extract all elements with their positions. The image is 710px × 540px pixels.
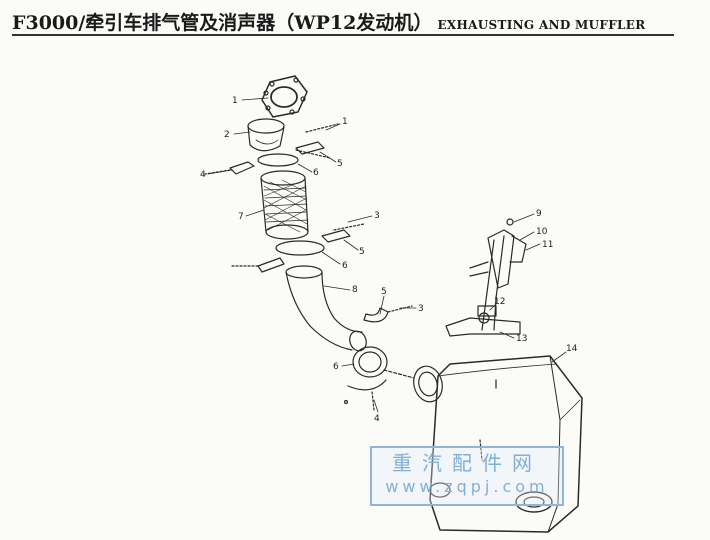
watermark-url: www.zqpj.com: [385, 477, 549, 496]
callout-8-bent-pipe: 8: [352, 285, 358, 295]
part-gasket-lower: [352, 346, 388, 378]
callout-5-clamp-upper: 5: [337, 159, 343, 169]
part-gasket-middle: [275, 240, 325, 256]
part-muffler: [429, 355, 583, 533]
callout-11-bracket-arm: 11: [542, 240, 553, 250]
callout-1-flange: 1: [232, 96, 238, 106]
part-clamp-middle: [231, 223, 365, 273]
callout-5-clamp-lower: 5: [381, 287, 387, 297]
callout-10-bracket: 10: [536, 227, 548, 237]
title-underline: [12, 34, 674, 36]
part-clamp-lower: [363, 305, 413, 323]
callout-12-bracket-base: 12: [494, 297, 505, 307]
callout-3-bolt-lower: 3: [418, 304, 424, 314]
callout-7-bellows: 7: [238, 212, 244, 222]
part-inlet-ring: [413, 365, 443, 403]
callout-labels: 1 2 1 4 5 6 7 3 5 6 8 5 3 6 4 9 10 11 12…: [200, 96, 578, 424]
callout-13-strap: 13: [516, 334, 527, 344]
callout-3-bolt-middle: 3: [374, 211, 380, 221]
part-adapter: [247, 118, 285, 152]
callout-4-bolt-upper: 4: [200, 170, 206, 180]
callout-6-gasket-upper: 6: [313, 168, 319, 178]
callout-1-bolt: 1: [342, 117, 348, 127]
part-mount-bracket: [445, 218, 527, 337]
callout-9-bolt-bracket: 9: [536, 209, 542, 219]
part-gasket-upper: [257, 153, 299, 167]
page-title: F3000/牵引车排气管及消声器（WP12发动机） EXHAUSTING AND…: [12, 8, 645, 35]
callout-5-clamp-middle: 5: [359, 247, 365, 257]
title-chinese: F3000/牵引车排气管及消声器（WP12发动机）: [12, 12, 433, 34]
watermark-chinese: 重汽配件网: [392, 451, 542, 475]
part-clamp-bottom: [343, 379, 387, 411]
part-bent-pipe: [285, 265, 367, 352]
callout-6-gasket-middle: 6: [342, 261, 348, 271]
part-flex-bellows: [260, 170, 309, 240]
title-english: EXHAUSTING AND MUFFLER: [437, 18, 646, 32]
callout-6-gasket-lower: 6: [333, 362, 339, 372]
callout-14-muffler: 14: [566, 344, 578, 354]
callout-4-bolt-lower: 4: [374, 414, 380, 424]
part-flange: [261, 75, 308, 118]
callout-2-adapter: 2: [224, 130, 230, 140]
leader-lines: [207, 97, 567, 413]
part-clamp-upper: [204, 123, 339, 175]
watermark-stamp: 重汽配件网 www.zqpj.com: [370, 446, 564, 506]
